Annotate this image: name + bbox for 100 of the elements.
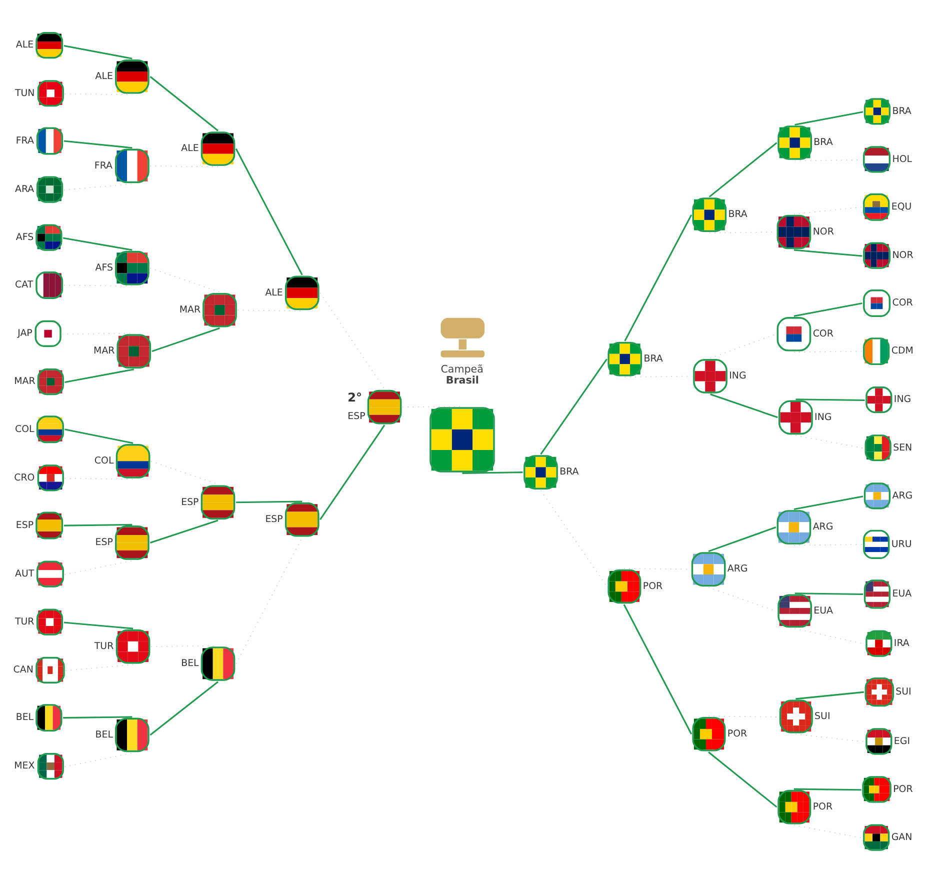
connector: [152, 326, 220, 352]
connector: [236, 536, 303, 664]
connector: [150, 164, 218, 167]
node-label: ALE: [265, 286, 283, 298]
node-label: MAR: [14, 376, 36, 387]
connector: [708, 751, 778, 808]
connector: [794, 495, 864, 510]
node-label: TUR: [94, 640, 114, 652]
connector: [64, 752, 133, 767]
node-label: FRA: [16, 134, 34, 146]
connector: [320, 424, 386, 520]
node-label: AUT: [15, 568, 34, 579]
node-label: MAR: [179, 304, 201, 316]
node-label: MEX: [14, 760, 35, 772]
connector: [794, 592, 864, 594]
connector: [64, 44, 132, 59]
node-label: CAT: [15, 279, 34, 290]
node-label: ALE: [95, 70, 113, 82]
connector: [64, 477, 134, 480]
connector: [794, 302, 862, 316]
connector: [65, 664, 134, 671]
connector: [64, 183, 133, 190]
node-label: BRA: [892, 105, 912, 116]
connector: [795, 434, 864, 448]
node-label: EUA: [814, 604, 834, 616]
connector: [64, 140, 132, 148]
node-label: EUA: [892, 588, 912, 600]
connector: [710, 393, 778, 418]
connector: [624, 214, 692, 341]
node-label: ARG: [812, 521, 834, 532]
node-label: ARG: [892, 490, 913, 501]
connector: [794, 788, 862, 790]
label: Brasil: [446, 374, 479, 386]
node-label: 2°: [348, 390, 362, 404]
node-label: BRA: [814, 136, 833, 148]
connector: [64, 428, 134, 444]
connector: [795, 733, 866, 742]
node-label: ING: [729, 370, 746, 382]
connector: [64, 560, 133, 574]
node-label: ARG: [727, 563, 748, 574]
node-label: ALE: [181, 142, 199, 154]
node-label: ARA: [15, 183, 34, 194]
node-label: URU: [891, 538, 912, 550]
node-label: BEL: [181, 658, 199, 669]
connector: [540, 358, 608, 454]
connector: [237, 309, 303, 311]
node-label: GAN: [891, 831, 912, 842]
node-label: POR: [812, 800, 833, 812]
node-label: EGI: [894, 735, 910, 746]
connector: [402, 405, 463, 408]
connector: [708, 142, 778, 197]
connector: [63, 716, 132, 718]
node-label: COL: [94, 455, 114, 466]
node-label: TUN: [15, 87, 35, 98]
node-label: SUI: [896, 686, 912, 697]
connector: [64, 284, 133, 286]
node-label: ESP: [348, 410, 366, 422]
node-label: EQU: [891, 201, 912, 212]
node-label: BRA: [728, 208, 748, 220]
connector: [62, 236, 132, 250]
connector: [320, 292, 385, 389]
connector: [794, 206, 863, 214]
connector: [708, 526, 776, 552]
connector: [64, 621, 134, 629]
connector: [462, 471, 523, 474]
node-label: POR: [893, 783, 913, 794]
connector: [794, 544, 863, 546]
connector: [150, 267, 220, 292]
connector: [623, 604, 692, 734]
node-label: TUR: [15, 616, 34, 628]
node-label: BEL: [16, 712, 34, 723]
node-label: AFS: [95, 262, 113, 273]
connector: [794, 248, 862, 256]
node-label: COL: [15, 423, 34, 434]
node-label: CAN: [13, 664, 34, 676]
connector: [710, 333, 776, 358]
node-label: CDM: [891, 345, 914, 356]
connector: [235, 148, 303, 275]
node-label: SUI: [814, 710, 830, 722]
node-label: FRA: [94, 160, 112, 171]
node-label: MAR: [94, 345, 115, 356]
connector: [150, 519, 218, 543]
node-label: HOL: [892, 153, 912, 164]
connector: [794, 350, 863, 352]
connector: [64, 368, 134, 382]
node-label: ESP: [181, 496, 199, 508]
connector: [150, 680, 218, 736]
connector: [708, 586, 778, 612]
node-label: ESP: [265, 513, 283, 524]
node-label: COR: [892, 297, 913, 308]
label: Campeã: [440, 362, 484, 375]
node-label: POR: [727, 728, 748, 740]
node-label: IRA: [894, 637, 910, 648]
node-label: ESP: [95, 536, 113, 548]
node-label: AFS: [16, 231, 34, 242]
node-label: ING: [894, 394, 912, 405]
node-label: POR: [642, 580, 663, 592]
connector: [64, 523, 132, 526]
node-label: NOR: [812, 226, 834, 237]
node-label: BEL: [95, 728, 113, 740]
